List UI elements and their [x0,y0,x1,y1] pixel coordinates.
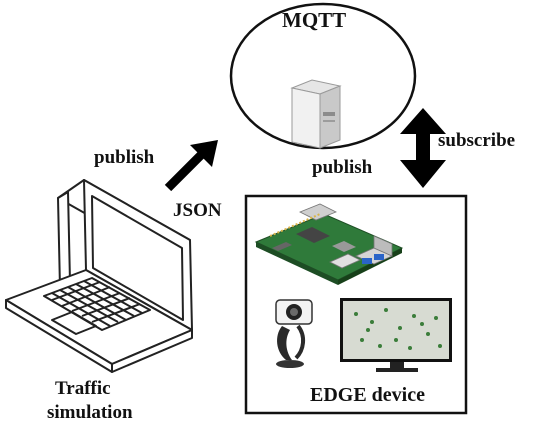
subscribe-label: subscribe [438,130,516,151]
traffic-line-1: Traffic [55,378,111,399]
raspberry-pi-board-icon [254,203,404,285]
laptop-publish-label: publish [94,147,155,168]
publish-arrow-icon [164,140,218,192]
webcam-icon [275,299,313,368]
mqtt-broker-ellipse [229,2,417,150]
traffic-simulation-label: Traffic simulation [47,377,133,425]
server-icon [290,79,342,149]
laptop-icon [5,179,193,373]
double-arrow-icon [400,108,446,188]
traffic-line-2: simulation [47,402,133,423]
edge-publish-label: publish [312,157,373,178]
mqtt-broker-title: MQTT [282,8,347,32]
edge-device-label: EDGE device [310,384,425,406]
monitor-icon [340,298,452,372]
json-label: JSON [173,200,222,221]
